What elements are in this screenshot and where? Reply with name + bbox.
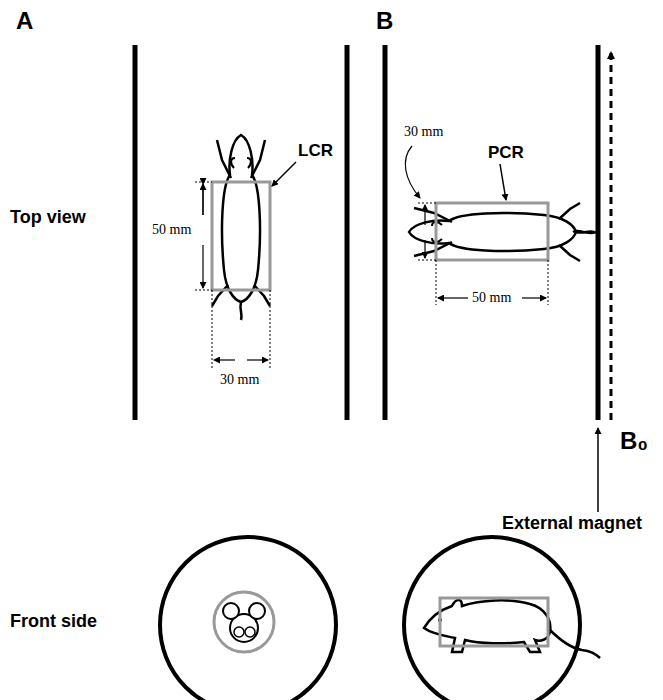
magnet-wall bbox=[596, 45, 601, 420]
mouse-top bbox=[409, 203, 594, 261]
magnet-bore bbox=[404, 537, 580, 700]
panel-letter: B bbox=[374, 8, 395, 34]
part-name: LCR bbox=[296, 142, 335, 161]
dimension: 30 mm bbox=[218, 372, 261, 387]
view-label: Top view bbox=[8, 208, 88, 228]
pcr-coil bbox=[440, 598, 548, 646]
part-name: PCR bbox=[486, 144, 526, 163]
pcr-coil bbox=[436, 203, 548, 260]
mouse-side bbox=[424, 600, 550, 652]
field-label: B₀ bbox=[618, 428, 650, 454]
magnet-bore bbox=[160, 537, 336, 700]
view-label: Front side bbox=[8, 612, 99, 632]
magnet-wall bbox=[345, 45, 350, 420]
part-name: External magnet bbox=[500, 514, 644, 534]
magnet-wall bbox=[383, 45, 388, 420]
dimension: 50 mm bbox=[150, 222, 193, 237]
dimension: 50 mm bbox=[470, 290, 513, 305]
lcr-coil bbox=[214, 592, 274, 652]
magnet-wall bbox=[133, 45, 138, 420]
dimension: 30 mm bbox=[402, 124, 445, 139]
lcr-coil bbox=[212, 182, 270, 290]
mouse-top bbox=[212, 135, 270, 320]
field-arrow bbox=[610, 52, 613, 420]
panel-letter: A bbox=[14, 8, 35, 34]
